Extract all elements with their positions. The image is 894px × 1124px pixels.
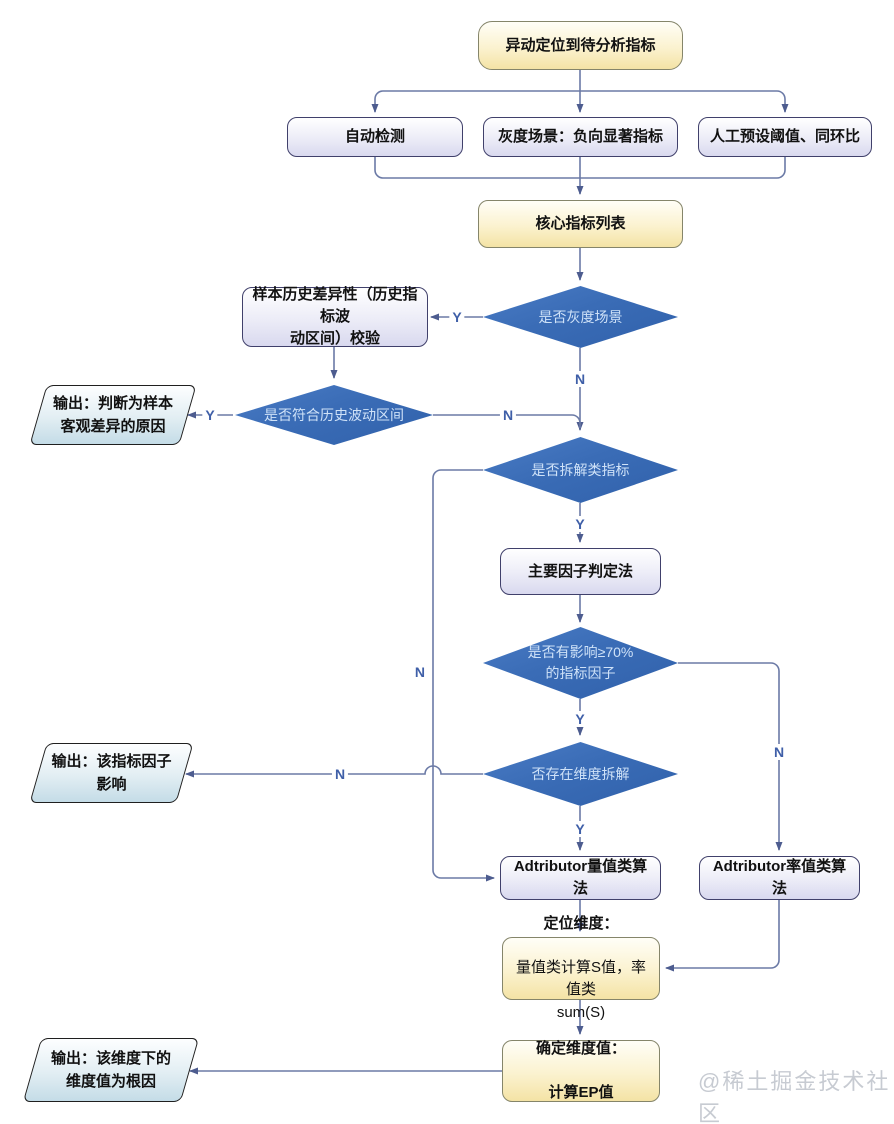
decision-is-decomposable-label: 是否拆解类指标: [531, 461, 630, 478]
node-start: 异动定位到待分析指标: [478, 21, 683, 70]
edge-merge-left: [374, 157, 580, 179]
edge-dimsplit-no: [185, 765, 483, 778]
node-auto-detect-label: 自动检测: [344, 128, 405, 146]
edge-inrange-no: [433, 414, 581, 428]
node-main-factor-method: 主要因子判定法: [500, 548, 661, 595]
node-confirm-dimension-title: 确定维度值：: [535, 1040, 626, 1057]
node-confirm-dimension-body: 计算EP值: [548, 1083, 614, 1101]
output-root-cause: 输出：该维度下的 维度值为根因: [22, 1038, 200, 1102]
branch-label-decomposable-yes: Y: [572, 516, 588, 532]
node-core-metrics-label: 核心指标列表: [535, 215, 626, 233]
output-factor-impact: 输出：该指标因子 影响: [29, 743, 194, 803]
branch-label-inrange-no: N: [499, 407, 517, 423]
edge-merge-right: [580, 157, 786, 179]
node-adtributor-rate: Adtributor率值类算法: [699, 856, 860, 900]
output-sample-diff-label: 输出：判断为样本 客观差异的原因: [52, 394, 173, 435]
node-gray-scene-label: 灰度场景：负向显著指标: [497, 128, 663, 146]
decision-has-dimension-split-label: 否存在维度拆解: [531, 765, 630, 782]
node-sample-history-check-label: 样本历史差异性（历史指标波 动区间）校验: [252, 286, 418, 347]
decision-is-gray-scene-label: 是否灰度场景: [538, 308, 623, 325]
node-main-factor-method-label: 主要因子判定法: [527, 562, 633, 580]
branch-label-inrange-yes: Y: [202, 407, 218, 423]
node-start-label: 异动定位到待分析指标: [505, 36, 656, 54]
branch-label-isgray-no: N: [571, 371, 589, 387]
node-locate-dimension-title: 定位维度：: [543, 915, 619, 932]
branch-label-decomposable-no: N: [414, 664, 425, 680]
node-confirm-dimension-value: 确定维度值： 计算EP值: [502, 1040, 660, 1102]
decision-in-history-range-label: 是否符合历史波动区间: [264, 406, 404, 423]
node-adtributor-rate-label: Adtributor率值类算法: [712, 858, 847, 897]
branch-label-dimsplit-yes: Y: [572, 821, 588, 837]
node-locate-dimension-body: 量值类计算S值，率值类 sum(S): [515, 958, 646, 1021]
branch-label-impact-no: N: [770, 744, 788, 760]
output-root-cause-label: 输出：该维度下的 维度值为根因: [50, 1049, 171, 1090]
edge-rate-to-locate: [665, 900, 780, 972]
node-gray-scene: 灰度场景：负向显著指标: [483, 117, 678, 157]
node-core-metrics: 核心指标列表: [478, 200, 683, 248]
edge-split-right: [580, 90, 789, 113]
edge-split-left: [371, 90, 580, 113]
branch-label-isgray-yes: Y: [449, 309, 465, 325]
output-factor-impact-label: 输出：该指标因子 影响: [51, 752, 172, 793]
node-adtributor-volume-label: Adtributor量值类算法: [513, 858, 648, 897]
output-sample-diff: 输出：判断为样本 客观差异的原因: [29, 385, 197, 445]
branch-label-impact-yes: Y: [572, 711, 588, 727]
node-adtributor-volume: Adtributor量值类算法: [500, 856, 661, 900]
node-manual-threshold-label: 人工预设阈值、同环比: [709, 128, 860, 146]
node-locate-dimension: 定位维度： 量值类计算S值，率值类 sum(S): [502, 915, 660, 1021]
branch-label-dimsplit-no: N: [331, 766, 349, 782]
node-auto-detect: 自动检测: [287, 117, 463, 157]
edge-decomposable-no: [432, 469, 495, 882]
node-sample-history-check: 样本历史差异性（历史指标波 动区间）校验: [242, 286, 428, 347]
decision-impact-ge-70-label: 是否有影响≥70% 的指标因子: [527, 644, 634, 681]
edge-impact-no: [678, 662, 783, 851]
watermark: @稀土掘金技术社区: [698, 1069, 891, 1124]
node-manual-threshold: 人工预设阈值、同环比: [698, 117, 872, 157]
